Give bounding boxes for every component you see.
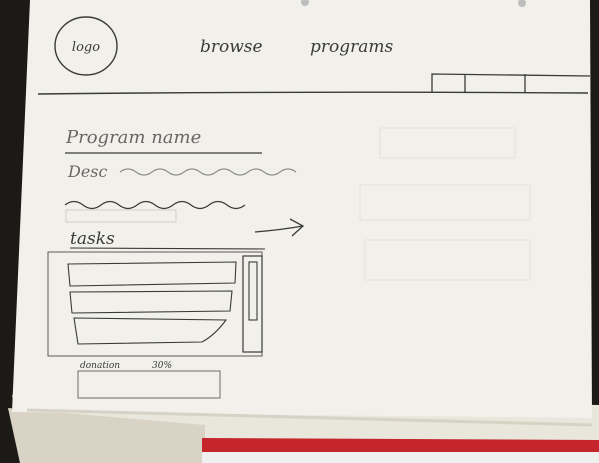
header-divider [37,91,589,95]
binder-ring-left [301,0,309,6]
logo-circle [54,16,118,76]
white-edge [202,452,599,463]
donation-progress-bar [77,370,221,399]
scrollbar[interactable] [242,255,263,353]
faint-box [359,184,531,221]
arrow-icon [254,218,305,237]
donation-label: donation [80,361,120,371]
tasks-label: tasks [70,229,115,249]
tasks-underline [69,247,266,250]
desc-squiggle-2 [64,200,246,210]
paper-sheet [12,0,592,418]
percent-label: 30% [152,361,172,371]
task-row[interactable] [67,261,237,287]
red-notebook-edge [202,438,599,452]
nav-browse[interactable]: browse [200,37,263,57]
task-row[interactable] [69,290,233,314]
paper-stack-shadow [8,408,205,463]
faint-box [364,239,531,281]
erased-box [65,209,177,223]
faint-box [379,127,516,159]
desc-label: Desc [67,162,108,181]
paper-fold-line [26,408,593,427]
desc-squiggle [119,168,297,176]
task-row[interactable] [73,317,228,345]
nav-programs[interactable]: programs [310,37,394,57]
binder-ring-right [518,0,526,7]
logo-text: logo [72,40,100,55]
header-tab-box [431,73,591,92]
program-name: Program name [65,127,201,148]
scrollbar-thumb[interactable] [248,261,258,321]
